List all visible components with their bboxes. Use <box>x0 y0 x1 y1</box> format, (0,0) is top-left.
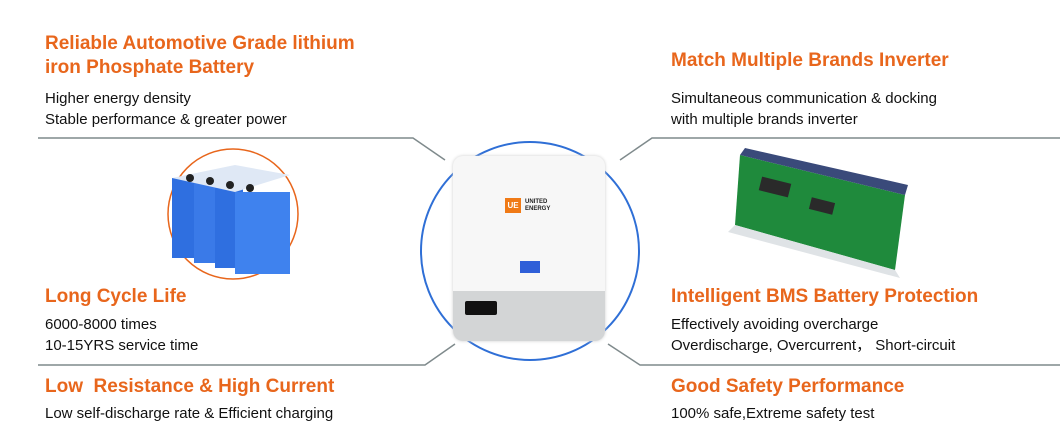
desc-line: Higher energy density <box>45 90 191 107</box>
title-line: Reliable Automotive Grade lithium <box>45 33 355 54</box>
desc-line: Effectively avoiding overcharge <box>671 316 879 333</box>
title-line: iron Phosphate Battery <box>45 57 255 78</box>
logo-mark: UE <box>505 198 521 213</box>
feature-title-safety: Good Safety Performance <box>671 376 905 397</box>
feature-desc-cycle-life: 6000-8000 times 10-15YRS service time <box>45 314 198 356</box>
desc-line: Overdischarge, Overcurrent， Short-circui… <box>671 337 956 354</box>
desc-line: 6000-8000 times <box>45 316 157 333</box>
desc-line: 10-15YRS service time <box>45 337 199 354</box>
brand-line: UNITED <box>525 198 548 205</box>
brand-line: ENERGY <box>525 205 551 212</box>
feature-title-lifepo4: Reliable Automotive Grade lithium iron Ph… <box>45 32 355 80</box>
feature-desc-safety: 100% safe,Extreme safety test <box>671 405 875 422</box>
feature-title-bms: Intelligent BMS Battery Protection <box>671 286 979 307</box>
power-port <box>465 301 497 315</box>
desc-line: with multiple brands inverter <box>671 111 858 128</box>
feature-title-inverter: Match Multiple Brands Inverter <box>671 50 949 71</box>
feature-title-resistance: Low Resistance & High Current <box>45 376 335 397</box>
desc-line: Simultaneous communication & docking <box>671 90 937 107</box>
product-base-panel <box>453 291 605 341</box>
lcd-display <box>520 261 540 273</box>
feature-title-cycle-life: Long Cycle Life <box>45 286 187 307</box>
feature-desc-inverter: Simultaneous communication & docking with… <box>671 88 937 130</box>
desc-line: Stable performance & greater power <box>45 111 287 128</box>
bms-circuit-board-image <box>728 148 908 278</box>
feature-desc-resistance: Low self-discharge rate & Efficient char… <box>45 405 334 422</box>
battery-cells-image <box>167 148 299 280</box>
